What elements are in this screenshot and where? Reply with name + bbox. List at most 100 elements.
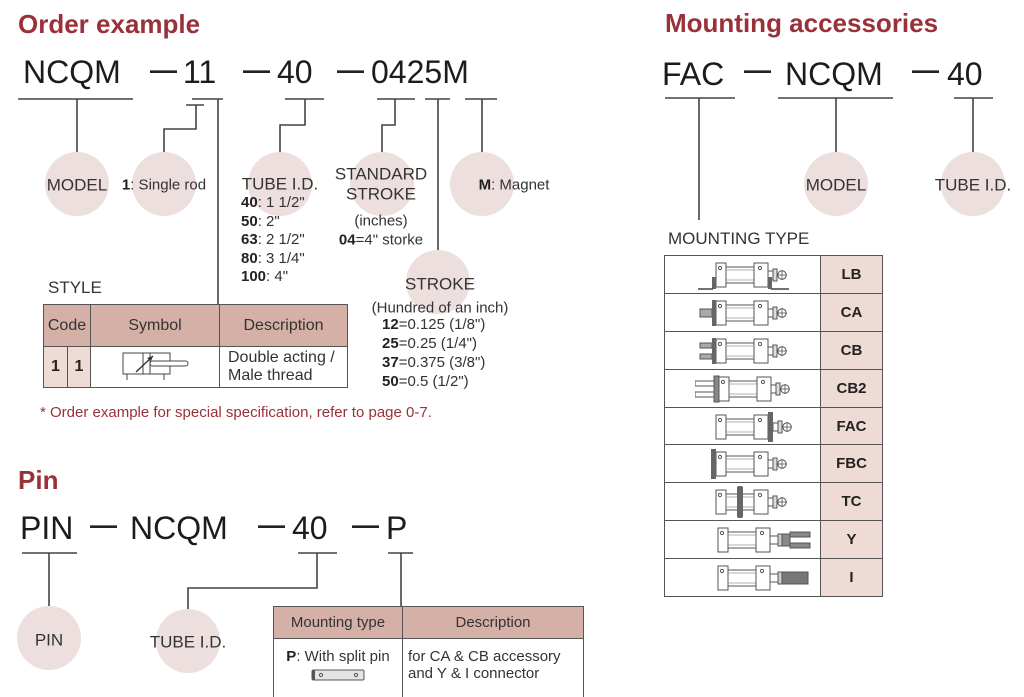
connector-mount-type	[665, 97, 735, 220]
table-row: I	[664, 558, 883, 598]
mount-type-code: Y	[820, 520, 883, 560]
mount-type-code: CA	[820, 292, 883, 332]
mount-type-code: TC	[820, 482, 883, 522]
standard-stroke-example-value: =4" storke	[355, 231, 424, 249]
table-row: Y	[664, 520, 883, 560]
fraction-stroke-code: 37	[382, 354, 399, 371]
double-acting-cylinder-symbol-icon	[122, 352, 189, 380]
mount-icon-cell	[664, 482, 821, 522]
pin-segment-type: P	[386, 510, 408, 546]
mount-callout-model-label: MODEL	[805, 175, 867, 195]
table-row: CB2	[664, 368, 883, 408]
connector-mount-tube	[954, 97, 993, 152]
standard-stroke-unit: (inches)	[354, 212, 408, 230]
rear-flange-icon	[711, 449, 788, 480]
tube-option: 50: 2"	[241, 214, 280, 230]
header-description: Description	[402, 606, 584, 639]
mount-icon-cell	[664, 406, 821, 446]
callout-tube-title: TUBE I.D.	[241, 174, 319, 194]
double-clevis-long-icon	[695, 375, 791, 403]
mount-icon-cell	[664, 292, 821, 332]
table-row: FAC	[664, 406, 883, 446]
fraction-stroke-option: 12=0.125 (1/8")	[382, 317, 485, 333]
tube-option: 80: 3 1/4"	[241, 251, 305, 267]
mount-type-code: I	[820, 558, 883, 598]
pin-type-code: P	[286, 648, 297, 665]
code-separator: —	[912, 55, 939, 85]
table-row: FBC	[664, 444, 883, 484]
tube-option-code: 80	[241, 250, 258, 267]
fraction-stroke-option: 25=0.25 (1/4")	[382, 336, 477, 352]
pin-segment-bore: 40	[292, 510, 328, 546]
code-separator: —	[352, 510, 379, 540]
foot-mount-icon	[698, 262, 789, 290]
tube-option-code: 100	[241, 268, 267, 285]
mount-type-code: CB2	[820, 368, 883, 408]
connector-order-style	[192, 98, 223, 304]
style-label: STYLE	[48, 278, 102, 297]
fraction-stroke-option: 37=0.375 (3/8")	[382, 355, 485, 371]
style-description-line: Male thread	[228, 367, 313, 384]
style-table: Code Symbol Description 1 1 Dou	[43, 304, 348, 388]
standard-stroke-line2: STROKE	[346, 184, 416, 204]
header-code: Code	[43, 304, 91, 347]
mounting-accessories-title: Mounting accessories	[665, 8, 939, 38]
table-row: CB	[664, 330, 883, 370]
tube-option: 40: 1 1/2"	[241, 195, 305, 211]
code-separator: —	[90, 510, 117, 540]
mount-segment-model: NCQM	[785, 56, 883, 92]
mount-icon-cell	[664, 558, 821, 598]
callout-circle-pin-tube	[156, 609, 220, 673]
mount-segment-type: FAC	[662, 56, 725, 92]
callout-rod: 1: Single rod	[122, 178, 206, 193]
pin-title: Pin	[18, 465, 59, 495]
mount-segment-bore: 40	[947, 56, 983, 92]
connector-pin-prefix	[22, 552, 77, 606]
callout-circle-order-stroke	[406, 250, 470, 314]
fraction-stroke-title: STROKE	[405, 274, 475, 294]
mount-icon-cell	[664, 330, 821, 370]
style-description-line: Double acting /	[228, 349, 335, 366]
front-flange-icon	[715, 411, 793, 442]
callout-circle-order-model	[45, 152, 109, 216]
callout-model-label: MODEL	[46, 175, 108, 195]
order-example-title: Order example	[18, 9, 201, 39]
pin-description-line: and Y & I connector	[408, 665, 540, 682]
order-footnote: * Order example for special specificatio…	[40, 404, 432, 421]
style-code-digit: 1	[43, 346, 68, 388]
fraction-stroke-option: 50=0.5 (1/2")	[382, 374, 469, 390]
pin-type-label: : With split pin	[296, 648, 390, 665]
code-separator: —	[150, 55, 177, 85]
callout-circle-order-tube	[248, 152, 312, 216]
fraction-stroke-value: =0.125 (1/8")	[398, 316, 486, 333]
tube-option-code: 40	[241, 194, 258, 211]
connector-order-standard-stroke	[377, 98, 415, 152]
connector-order-rod	[163, 104, 204, 152]
tube-option: 100: 4"	[241, 269, 288, 285]
magnet-label: : Magnet	[491, 176, 550, 194]
pin-table: Mounting type Description P: With split …	[273, 606, 584, 697]
pin-description-line: for CA & CB accessory	[408, 648, 561, 665]
pin-segment-prefix: PIN	[20, 510, 74, 546]
table-row: LB	[664, 255, 883, 294]
trunnion-icon	[715, 486, 788, 519]
callout-circle-mount-tube	[941, 152, 1005, 216]
mount-icon-cell	[664, 520, 821, 560]
double-clevis-icon	[699, 337, 788, 364]
magnet-code: M	[478, 176, 492, 194]
standard-stroke-line1: STANDARD	[334, 164, 428, 184]
style-symbol-cell	[90, 346, 220, 388]
mount-type-code: FBC	[820, 444, 883, 484]
rod-clevis-icon	[717, 527, 811, 553]
code-segment-model: NCQM	[23, 54, 121, 90]
callout-magnet: M: Magnet	[479, 178, 550, 193]
callout-circles	[17, 152, 1005, 673]
pin-callout-tube-label: TUBE I.D.	[149, 632, 227, 652]
code-segment-bore: 40	[277, 54, 313, 90]
tube-option-value: : 3 1/4"	[257, 250, 305, 267]
tube-option-code: 50	[241, 213, 258, 230]
callout-circle-order-rod	[132, 152, 196, 216]
table-row: CA	[664, 292, 883, 332]
pin-callout-prefix-label: PIN	[34, 630, 64, 650]
